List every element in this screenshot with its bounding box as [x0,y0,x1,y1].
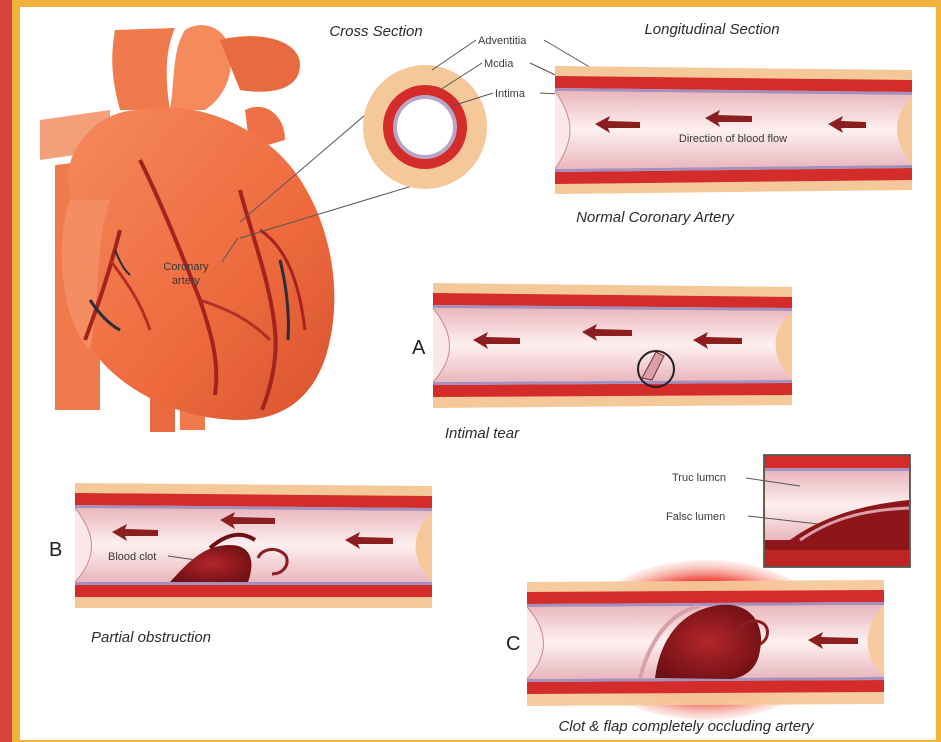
direction-label: Direction of blood flow [679,133,787,145]
adventitia-label: Adventitia [478,35,527,47]
artery-b [75,483,432,608]
cross-section-diagram [363,65,487,189]
blood-clot-label: Blood clot [108,551,156,563]
media-label: Mcdia [484,58,514,70]
partial-obstruction-caption: Partial obstruction [91,629,211,646]
cross-section-title: Cross Section [329,23,422,40]
intima-label: Intima [495,88,526,100]
longitudinal-title: Longitudinal Section [644,21,779,38]
coronary-artery-label-2: artery [172,275,201,287]
label-b: B [49,539,62,561]
artery-a [433,283,792,408]
label-a: A [412,337,426,359]
false-lumen-label: Falsc lumen [666,511,725,523]
intimal-tear-caption: Intimal tear [445,425,520,442]
coronary-artery-label-1: Coronary [163,261,209,273]
lumen-inset [764,455,910,567]
normal-artery-caption: Normal Coronary Artery [576,209,735,226]
label-c: C [506,633,520,655]
true-lumen-label: Truc lumcn [672,472,726,484]
clot-flap-caption: Clot & flap completely occluding artery [558,718,815,735]
